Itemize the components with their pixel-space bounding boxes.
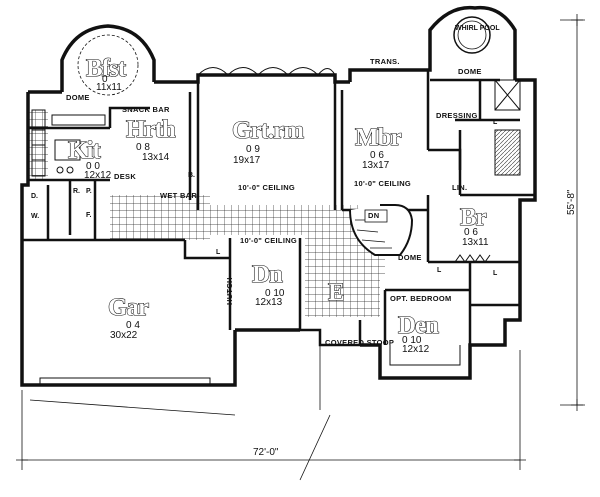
label-ceiling-dining: 10'-0" CEILING bbox=[240, 236, 297, 245]
overall-depth: 55'-8" bbox=[566, 189, 577, 215]
label-opt-bedroom: OPT. BEDROOM bbox=[390, 294, 452, 303]
label-l-bath: L bbox=[493, 270, 498, 277]
dimension-lines bbox=[16, 14, 585, 481]
label-l-dining: L bbox=[216, 249, 221, 256]
room-dims-great: 19x17 bbox=[233, 155, 261, 166]
label-trans: TRANS. bbox=[370, 57, 400, 66]
label-wet-bar: WET BAR bbox=[160, 191, 197, 200]
room-name-entry: E bbox=[328, 279, 344, 306]
garage-doors bbox=[39, 377, 211, 385]
room-name-den: Den bbox=[398, 312, 439, 339]
room-sub-kitchen: 0 0 bbox=[86, 161, 100, 172]
room-dims-kitchen: 12x12 bbox=[84, 170, 112, 181]
staircase bbox=[349, 204, 414, 256]
label-washer: W. bbox=[31, 213, 39, 220]
den-bay bbox=[389, 345, 461, 366]
label-snack-bar: SNACK BAR bbox=[122, 105, 170, 114]
room-sub-breakfast: 0 bbox=[102, 74, 108, 85]
label-whirlpool: WHIRL POOL bbox=[455, 25, 500, 32]
room-sub-hearth: 0 8 bbox=[136, 142, 150, 153]
room-name-bedroom: Br bbox=[460, 204, 487, 231]
interior-walls bbox=[22, 70, 535, 347]
room-sub-den: 0 10 bbox=[402, 335, 422, 346]
room-dims-garage: 30x22 bbox=[110, 330, 138, 341]
room-dims-dining: 12x13 bbox=[255, 297, 283, 308]
breakfast-dome bbox=[77, 34, 139, 96]
room-name-dining: Dn bbox=[252, 261, 283, 288]
room-name-kitchen: Kit bbox=[68, 137, 101, 164]
label-stair-down: DN bbox=[368, 211, 379, 220]
label-dome-hall: DOME bbox=[398, 253, 422, 262]
label-l-dressing: L bbox=[493, 119, 498, 126]
label-dryer: D. bbox=[31, 193, 38, 200]
label-dome-master: DOME bbox=[458, 67, 482, 76]
label-pantry: P. bbox=[86, 188, 92, 195]
label-dome-breakfast: DOME bbox=[66, 93, 90, 102]
label-linen: LIN. bbox=[452, 183, 467, 192]
room-name-garage: Gar bbox=[108, 294, 149, 321]
overall-width: 72'-0" bbox=[253, 447, 279, 458]
label-covered-stoop: COVERED STOOP bbox=[325, 338, 394, 347]
room-dims-breakfast: 11x11 bbox=[96, 82, 122, 93]
room-name-breakfast: Bfst bbox=[86, 55, 127, 82]
room-sub-master: 0 6 bbox=[370, 150, 384, 161]
kitchen-cabinets bbox=[31, 109, 106, 177]
closet-marks bbox=[454, 79, 521, 263]
label-hutch: HUTCH bbox=[225, 277, 234, 305]
label-freezer: F. bbox=[86, 212, 92, 219]
whirlpool-tub bbox=[453, 16, 491, 54]
label-l-hall: L bbox=[437, 267, 442, 274]
room-dims-hearth: 13x14 bbox=[142, 152, 170, 163]
label-refrigerator: R. bbox=[73, 188, 80, 195]
room-name-great: Grt.rm bbox=[232, 117, 304, 144]
room-name-master: Mbr bbox=[355, 124, 402, 151]
label-b: B. bbox=[188, 172, 195, 179]
room-sub-dining: 0 10 bbox=[265, 288, 285, 299]
room-sub-great: 0 9 bbox=[246, 144, 260, 155]
label-desk: DESK bbox=[114, 172, 136, 181]
room-name-hearth: Hrth bbox=[126, 116, 176, 143]
label-ceiling-master: 10'-0" CEILING bbox=[354, 179, 411, 188]
room-sub-garage: 0 4 bbox=[126, 320, 140, 331]
label-ceiling-great: 10'-0" CEILING bbox=[238, 183, 295, 192]
room-dims-den: 12x12 bbox=[402, 344, 430, 355]
room-sub-bedroom: 0 6 bbox=[464, 227, 478, 238]
great-room-bay-windows bbox=[197, 67, 336, 76]
label-dressing: DRESSING bbox=[436, 111, 478, 120]
room-dims-master: 13x17 bbox=[362, 160, 390, 171]
room-dims-bedroom: 13x11 bbox=[462, 237, 489, 248]
